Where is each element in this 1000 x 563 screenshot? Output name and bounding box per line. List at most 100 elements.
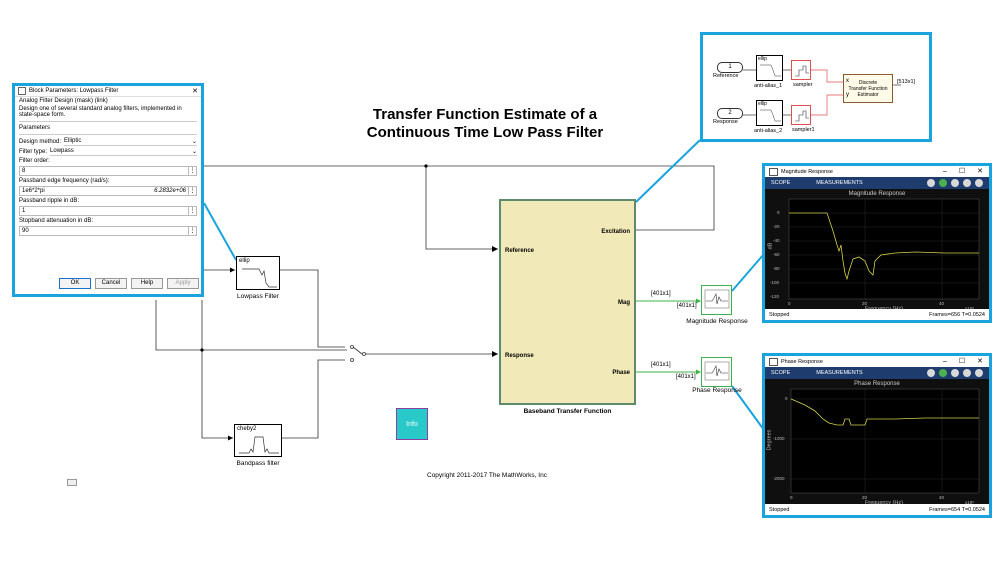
run-icon[interactable] xyxy=(939,179,947,187)
close-icon[interactable]: ✕ xyxy=(192,88,198,95)
scope-icon xyxy=(704,289,730,309)
maximize-icon[interactable]: ☐ xyxy=(958,168,966,175)
sampler1-label: sampler1 xyxy=(792,127,815,133)
response-inport[interactable]: 2 xyxy=(717,108,743,119)
sampler-block[interactable] xyxy=(791,60,811,80)
mag-ytick: -20 xyxy=(773,224,780,229)
more-options-icon[interactable]: ⋮ xyxy=(188,226,197,236)
help-icon[interactable] xyxy=(975,369,983,377)
design-method-row: Design method: Elliptic ⌄ xyxy=(15,137,201,147)
mag-xtick: 20 xyxy=(862,301,868,306)
help-icon[interactable] xyxy=(975,179,983,187)
info-block[interactable]: Info xyxy=(396,408,428,440)
mag-ytick: -60 xyxy=(773,252,780,257)
dialog-titlebar: Block Parameters: Lowpass Filter ✕ xyxy=(15,86,201,97)
scope-app-icon xyxy=(769,167,778,176)
order-input[interactable]: 8⋮ xyxy=(19,166,197,176)
edge-label: Passband edge frequency (rad/s): xyxy=(19,178,110,184)
phase-scope-block[interactable] xyxy=(701,357,732,387)
apply-button[interactable]: Apply xyxy=(167,278,199,289)
model-browser-toggle[interactable] xyxy=(67,479,77,486)
phase-plot-title: Phase Response xyxy=(854,381,900,387)
mag-ytick: 0 xyxy=(777,210,780,215)
phase-status-bar: Stopped Frames=654 T=0.0524 xyxy=(765,504,989,515)
ripple-value: 1 xyxy=(22,208,26,214)
maximize-icon[interactable]: ☐ xyxy=(958,358,966,365)
mag-window-title: Magnitude Response xyxy=(781,168,833,175)
mag-plot-area[interactable]: Magnitude Response dB 0 -20 -40 -60 -80 … xyxy=(765,189,989,312)
phase-window-title: Phase Response xyxy=(781,358,823,365)
more-options-icon[interactable]: ⋮ xyxy=(188,186,197,196)
bandpass-icon-text: cheby2 xyxy=(237,426,257,432)
baseband-transfer-function-block[interactable]: Reference Response Excitation Mag Phase xyxy=(499,199,636,405)
lowpass-filter-label: Lowpass Filter xyxy=(237,293,279,300)
parameters-section: Parameters xyxy=(19,125,51,131)
edge-value: 1e6*2*pi xyxy=(22,188,45,194)
phase-ylabel: Degrees xyxy=(766,429,773,451)
mag-ytick: -80 xyxy=(773,266,780,271)
mag-plot-svg xyxy=(788,198,980,300)
edge-input[interactable]: 1e6*2*pi 6.2832e+06 ⋮ xyxy=(19,186,197,196)
phase-plot-area[interactable]: Phase Response Degrees 0 -1000 -2000 0 2… xyxy=(765,379,989,506)
ok-button[interactable]: OK xyxy=(59,278,91,289)
mag-ytick: -120 xyxy=(770,294,780,299)
atten-input[interactable]: 90⋮ xyxy=(19,226,197,236)
help-button[interactable]: Help xyxy=(131,278,163,289)
magnitude-scope-window: Magnitude Response – ☐ ✕ SCOPE MEASUREME… xyxy=(762,163,992,323)
phase-xlabel: Frequency (Hz) xyxy=(865,500,903,506)
anti-alias-2-label: anti-alias_2 xyxy=(754,128,783,134)
minimize-icon[interactable]: – xyxy=(942,168,947,175)
settings-icon[interactable] xyxy=(927,179,935,187)
atten-label: Stopband attenuation in dB: xyxy=(19,218,94,224)
phase-scope-window: Phase Response – ☐ ✕ SCOPE MEASUREMENTS … xyxy=(762,353,992,518)
port-phase: Phase xyxy=(612,370,630,376)
lowpass-response-icon xyxy=(760,109,781,122)
close-icon[interactable]: ✕ xyxy=(977,168,983,175)
estimator-output-dim: [513x1] xyxy=(897,79,916,85)
ripple-input[interactable]: 1⋮ xyxy=(19,206,197,216)
chevron-down-icon: ⌄ xyxy=(191,139,197,145)
tf-estimator-block[interactable]: x y Discrete Transfer Function Estimator xyxy=(843,74,893,103)
estimator-line1: Discrete xyxy=(858,80,878,86)
filter-type-select[interactable]: Lowpass ⌄ xyxy=(50,148,197,156)
anti-alias-2-block[interactable]: ellip xyxy=(756,100,783,126)
step-icon[interactable] xyxy=(951,179,959,187)
mag-ytick: -100 xyxy=(770,280,780,285)
subsystem-inset: 1 Reference 2 Response ellip anti-alias_… xyxy=(700,32,932,142)
lowpass-response-icon xyxy=(760,64,781,77)
lowpass-icon-text: ellip xyxy=(239,258,250,264)
stop-icon[interactable] xyxy=(963,179,971,187)
phase-ytick: -2000 xyxy=(773,476,785,481)
bandpass-filter-block[interactable]: cheby2 xyxy=(234,424,282,457)
tab-scope[interactable]: SCOPE xyxy=(771,180,791,186)
magnitude-scope-block[interactable] xyxy=(701,285,732,315)
more-options-icon[interactable]: ⋮ xyxy=(188,206,197,216)
close-icon[interactable]: ✕ xyxy=(977,358,983,365)
tab-measurements[interactable]: MEASUREMENTS xyxy=(816,370,863,376)
minimize-icon[interactable]: – xyxy=(942,358,947,365)
mag-x-exponent: x10⁶ xyxy=(965,306,974,311)
phase-window-titlebar: Phase Response – ☐ ✕ xyxy=(765,356,989,367)
lowpass-filter-block[interactable]: ellip xyxy=(236,256,280,290)
mag-signal-dim-2: [401x1] xyxy=(677,303,697,309)
copyright-text: Copyright 2011-2017 The MathWorks, Inc xyxy=(427,472,547,479)
block-parameters-dialog: Block Parameters: Lowpass Filter ✕ Analo… xyxy=(12,83,204,297)
lowpass-response-icon xyxy=(242,268,277,288)
mag-toolstrip: SCOPE MEASUREMENTS xyxy=(765,177,989,189)
cancel-button[interactable]: Cancel xyxy=(95,278,127,289)
more-options-icon[interactable]: ⋮ xyxy=(188,166,197,176)
tab-scope[interactable]: SCOPE xyxy=(771,370,791,376)
reference-inport[interactable]: 1 xyxy=(717,62,743,73)
mag-status-right: Frames=656 T=0.0524 xyxy=(929,311,985,318)
anti-alias-1-block[interactable]: ellip xyxy=(756,55,783,81)
sampler1-block[interactable] xyxy=(791,105,811,125)
scope-icon xyxy=(704,361,730,381)
step-icon[interactable] xyxy=(951,369,959,377)
mag-xtick: 40 xyxy=(939,301,945,306)
dialog-title: Block Parameters: Lowpass Filter xyxy=(29,88,119,94)
tab-measurements[interactable]: MEASUREMENTS xyxy=(816,180,863,186)
design-method-select[interactable]: Elliptic ⌄ xyxy=(64,138,197,146)
run-icon[interactable] xyxy=(939,369,947,377)
stop-icon[interactable] xyxy=(963,369,971,377)
settings-icon[interactable] xyxy=(927,369,935,377)
